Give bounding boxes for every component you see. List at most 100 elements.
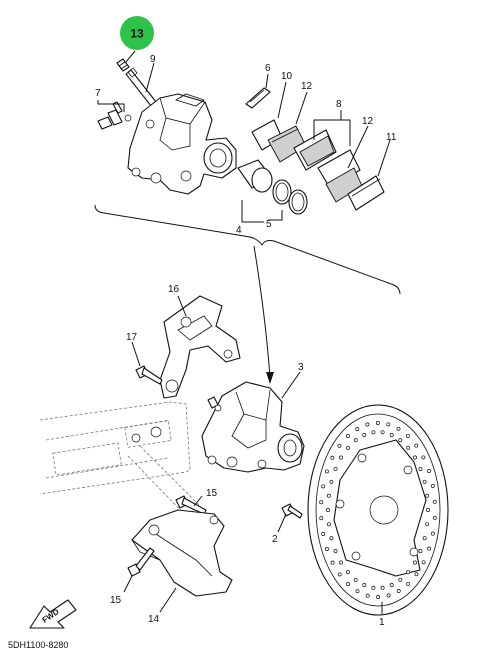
- disc-vent-hole: [353, 577, 358, 582]
- callout-2: 2: [272, 534, 278, 545]
- disc-vent-hole: [405, 433, 410, 438]
- disc-vent-hole: [389, 433, 394, 437]
- brake-disc-1[interactable]: [307, 404, 449, 616]
- disc-vent-hole: [427, 469, 431, 473]
- callout-badge-13[interactable]: 13: [120, 16, 154, 50]
- disc-vent-hole: [333, 466, 338, 471]
- disc-vent-hole: [398, 577, 403, 582]
- disc-vent-hole: [380, 585, 385, 590]
- callout-10: 10: [281, 71, 293, 82]
- disc-vent-hole: [324, 469, 329, 474]
- disc-vent-hole: [365, 422, 370, 427]
- caliper-body-upper[interactable]: [127, 93, 237, 195]
- callout-1: 1: [379, 617, 385, 628]
- disc-vent-hole: [426, 508, 430, 512]
- piston-seals-5[interactable]: [272, 179, 308, 215]
- disc-vent-hole: [386, 422, 391, 427]
- callout-16: 16: [168, 284, 180, 295]
- disc-vent-hole: [432, 499, 437, 504]
- disc-vent-hole: [418, 549, 423, 554]
- disc-vent-hole: [339, 560, 343, 565]
- disc-vent-hole: [326, 508, 330, 512]
- callout-12a: 12: [301, 81, 313, 92]
- disc-vent-hole: [365, 593, 370, 598]
- disc-vent-hole: [380, 430, 385, 435]
- disc-vent-hole: [396, 589, 401, 593]
- disc-vent-hole: [376, 595, 381, 599]
- disc-vent-hole: [430, 531, 435, 536]
- callout-4: 4: [236, 225, 242, 236]
- disc-vent-hole: [414, 443, 419, 448]
- callout-8: 8: [336, 99, 342, 110]
- brake-pad-kit-8[interactable]: [293, 129, 361, 189]
- disc-vent-hole: [413, 455, 417, 460]
- callout-5: 5: [266, 219, 272, 230]
- disc-vent-hole: [421, 560, 426, 565]
- callout-7: 7: [95, 88, 101, 99]
- disc-vent-hole: [321, 532, 326, 536]
- callout-9: 9: [150, 54, 156, 65]
- disc-vent-hole: [345, 434, 350, 439]
- callout-15b: 15: [110, 595, 122, 606]
- disc-vent-hole: [413, 560, 417, 565]
- callout-15a: 15: [206, 488, 218, 499]
- disc-vent-hole: [339, 455, 343, 460]
- disc-guard-14[interactable]: [131, 509, 233, 597]
- guard-bolt-15b[interactable]: [127, 547, 155, 577]
- caliper-assembly-3[interactable]: [201, 381, 305, 473]
- callout-12b: 12: [362, 116, 374, 127]
- disc-vent-hole: [396, 426, 401, 431]
- disc-vent-hole: [432, 515, 437, 520]
- disc-vent-hole: [333, 549, 338, 554]
- callout-13-label: 13: [130, 27, 144, 41]
- disc-vent-hole: [389, 583, 394, 587]
- highlight-circle: [120, 16, 154, 50]
- disc-vent-hole: [321, 484, 326, 489]
- bleed-valve-7[interactable]: [97, 101, 132, 130]
- disc-vent-hole: [329, 479, 334, 484]
- disc-vent-hole: [345, 445, 350, 450]
- bleed-screw-13[interactable]: [116, 58, 130, 72]
- pad-shim-11[interactable]: [347, 175, 385, 211]
- disc-vent-hole: [406, 445, 411, 450]
- disc-vent-hole: [371, 585, 376, 590]
- bracket-bolt-17[interactable]: [135, 365, 163, 385]
- diagram-code: 5DH1100-8280: [8, 640, 68, 650]
- disc-vent-hole: [330, 455, 335, 460]
- caliper-bracket-16[interactable]: [159, 295, 241, 399]
- disc-vent-hole: [422, 536, 427, 541]
- disc-vent-hole: [353, 438, 358, 443]
- disc-vent-hole: [406, 581, 411, 586]
- disc-vent-hole: [425, 522, 430, 527]
- disc-vent-hole: [386, 593, 391, 598]
- disc-vent-hole: [362, 433, 367, 437]
- swingarm-outline: [39, 401, 201, 521]
- disc-vent-hole: [319, 500, 324, 505]
- disc-vent-hole: [330, 560, 335, 565]
- disc-vent-hole: [329, 536, 334, 541]
- disc-bolt-2[interactable]: [281, 503, 303, 519]
- assembly-connector: [253, 245, 274, 384]
- callout-14: 14: [148, 614, 160, 625]
- forward-arrow-icon: FWD: [29, 599, 77, 629]
- disc-vent-hole: [355, 589, 360, 594]
- disc-vent-hole: [345, 570, 350, 575]
- disc-vent-hole: [337, 443, 342, 448]
- callout-17: 17: [126, 332, 138, 343]
- callout-3: 3: [298, 362, 304, 373]
- disc-vent-hole: [430, 484, 435, 488]
- disc-vent-hole: [427, 546, 432, 551]
- disc-vent-hole: [398, 438, 403, 443]
- upper-caliper-group: 9 7: [94, 50, 401, 295]
- disc-vent-hole: [371, 430, 376, 435]
- disc-vent-hole: [421, 455, 426, 460]
- disc-vent-hole: [425, 493, 430, 498]
- disc-vent-hole: [326, 493, 331, 498]
- pad-spring-6[interactable]: [245, 87, 271, 109]
- disc-vent-hole: [337, 572, 342, 577]
- callout-11: 11: [386, 132, 397, 143]
- disc-vent-hole: [326, 522, 331, 527]
- disc-vent-hole: [325, 547, 329, 551]
- piston-4[interactable]: [237, 159, 273, 193]
